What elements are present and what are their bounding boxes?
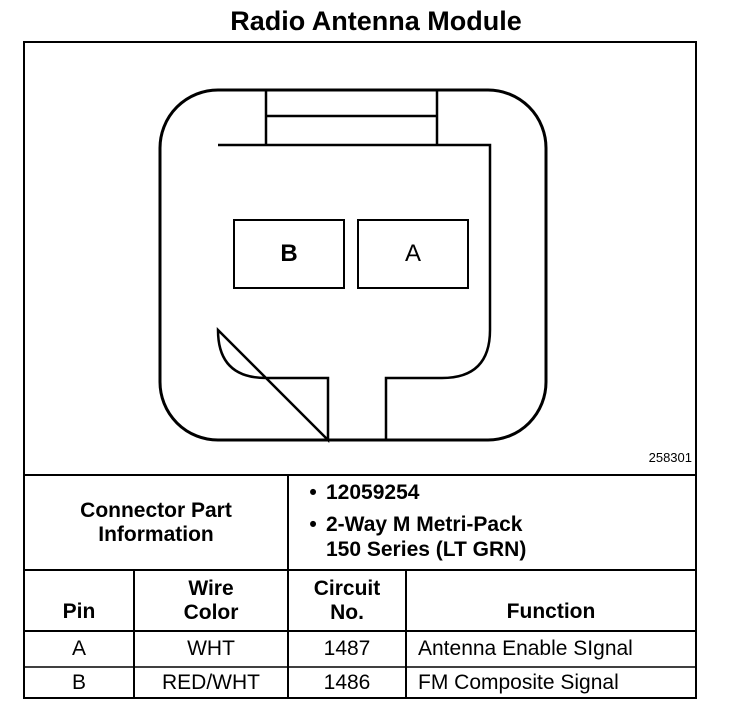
row-a-pin: A — [71, 637, 86, 660]
connector-type: 2-Way M Metri-Pack 150 Series (LT GRN) — [326, 513, 527, 561]
row-b-pin: B — [71, 670, 86, 694]
connector-info-list: • 12059254 • 2-Way M Metri-Pack 150 Seri… — [300, 480, 700, 562]
row-b-circuit: 1486 — [323, 670, 371, 694]
bullet-icon: • — [309, 513, 317, 536]
figure-number: 258301 — [648, 450, 692, 465]
diagram-title: Radio Antenna Module — [230, 6, 522, 36]
row-b-function: FM Composite Signal — [418, 670, 619, 694]
row-b-wire-color: RED/WHT — [162, 670, 260, 694]
pin-label-b: B — [280, 240, 298, 267]
header-pin: Pin — [62, 600, 96, 623]
header-circuit: Circuit No. — [313, 577, 381, 624]
connector-body — [216, 143, 492, 444]
connector-housing — [158, 88, 548, 442]
row-a-wire-color: WHT — [187, 637, 235, 660]
bullet-icon: • — [309, 481, 317, 504]
part-number: 12059254 — [326, 481, 420, 504]
row-a-circuit: 1487 — [323, 637, 371, 660]
row-a-function: Antenna Enable SIgnal — [418, 637, 633, 660]
cavity-b — [233, 219, 345, 289]
connector-info-item: • 2-Way M Metri-Pack 150 Series (LT GRN) — [300, 512, 700, 562]
header-function: Function — [506, 600, 596, 623]
cavity-a — [357, 219, 469, 289]
outer-frame — [23, 41, 697, 699]
connector-info-label: Connector Part Information — [80, 498, 232, 546]
connector-info-item: • 12059254 — [300, 480, 700, 505]
header-wire-color: Wire Color — [183, 577, 239, 624]
pin-label-a: A — [404, 240, 421, 267]
